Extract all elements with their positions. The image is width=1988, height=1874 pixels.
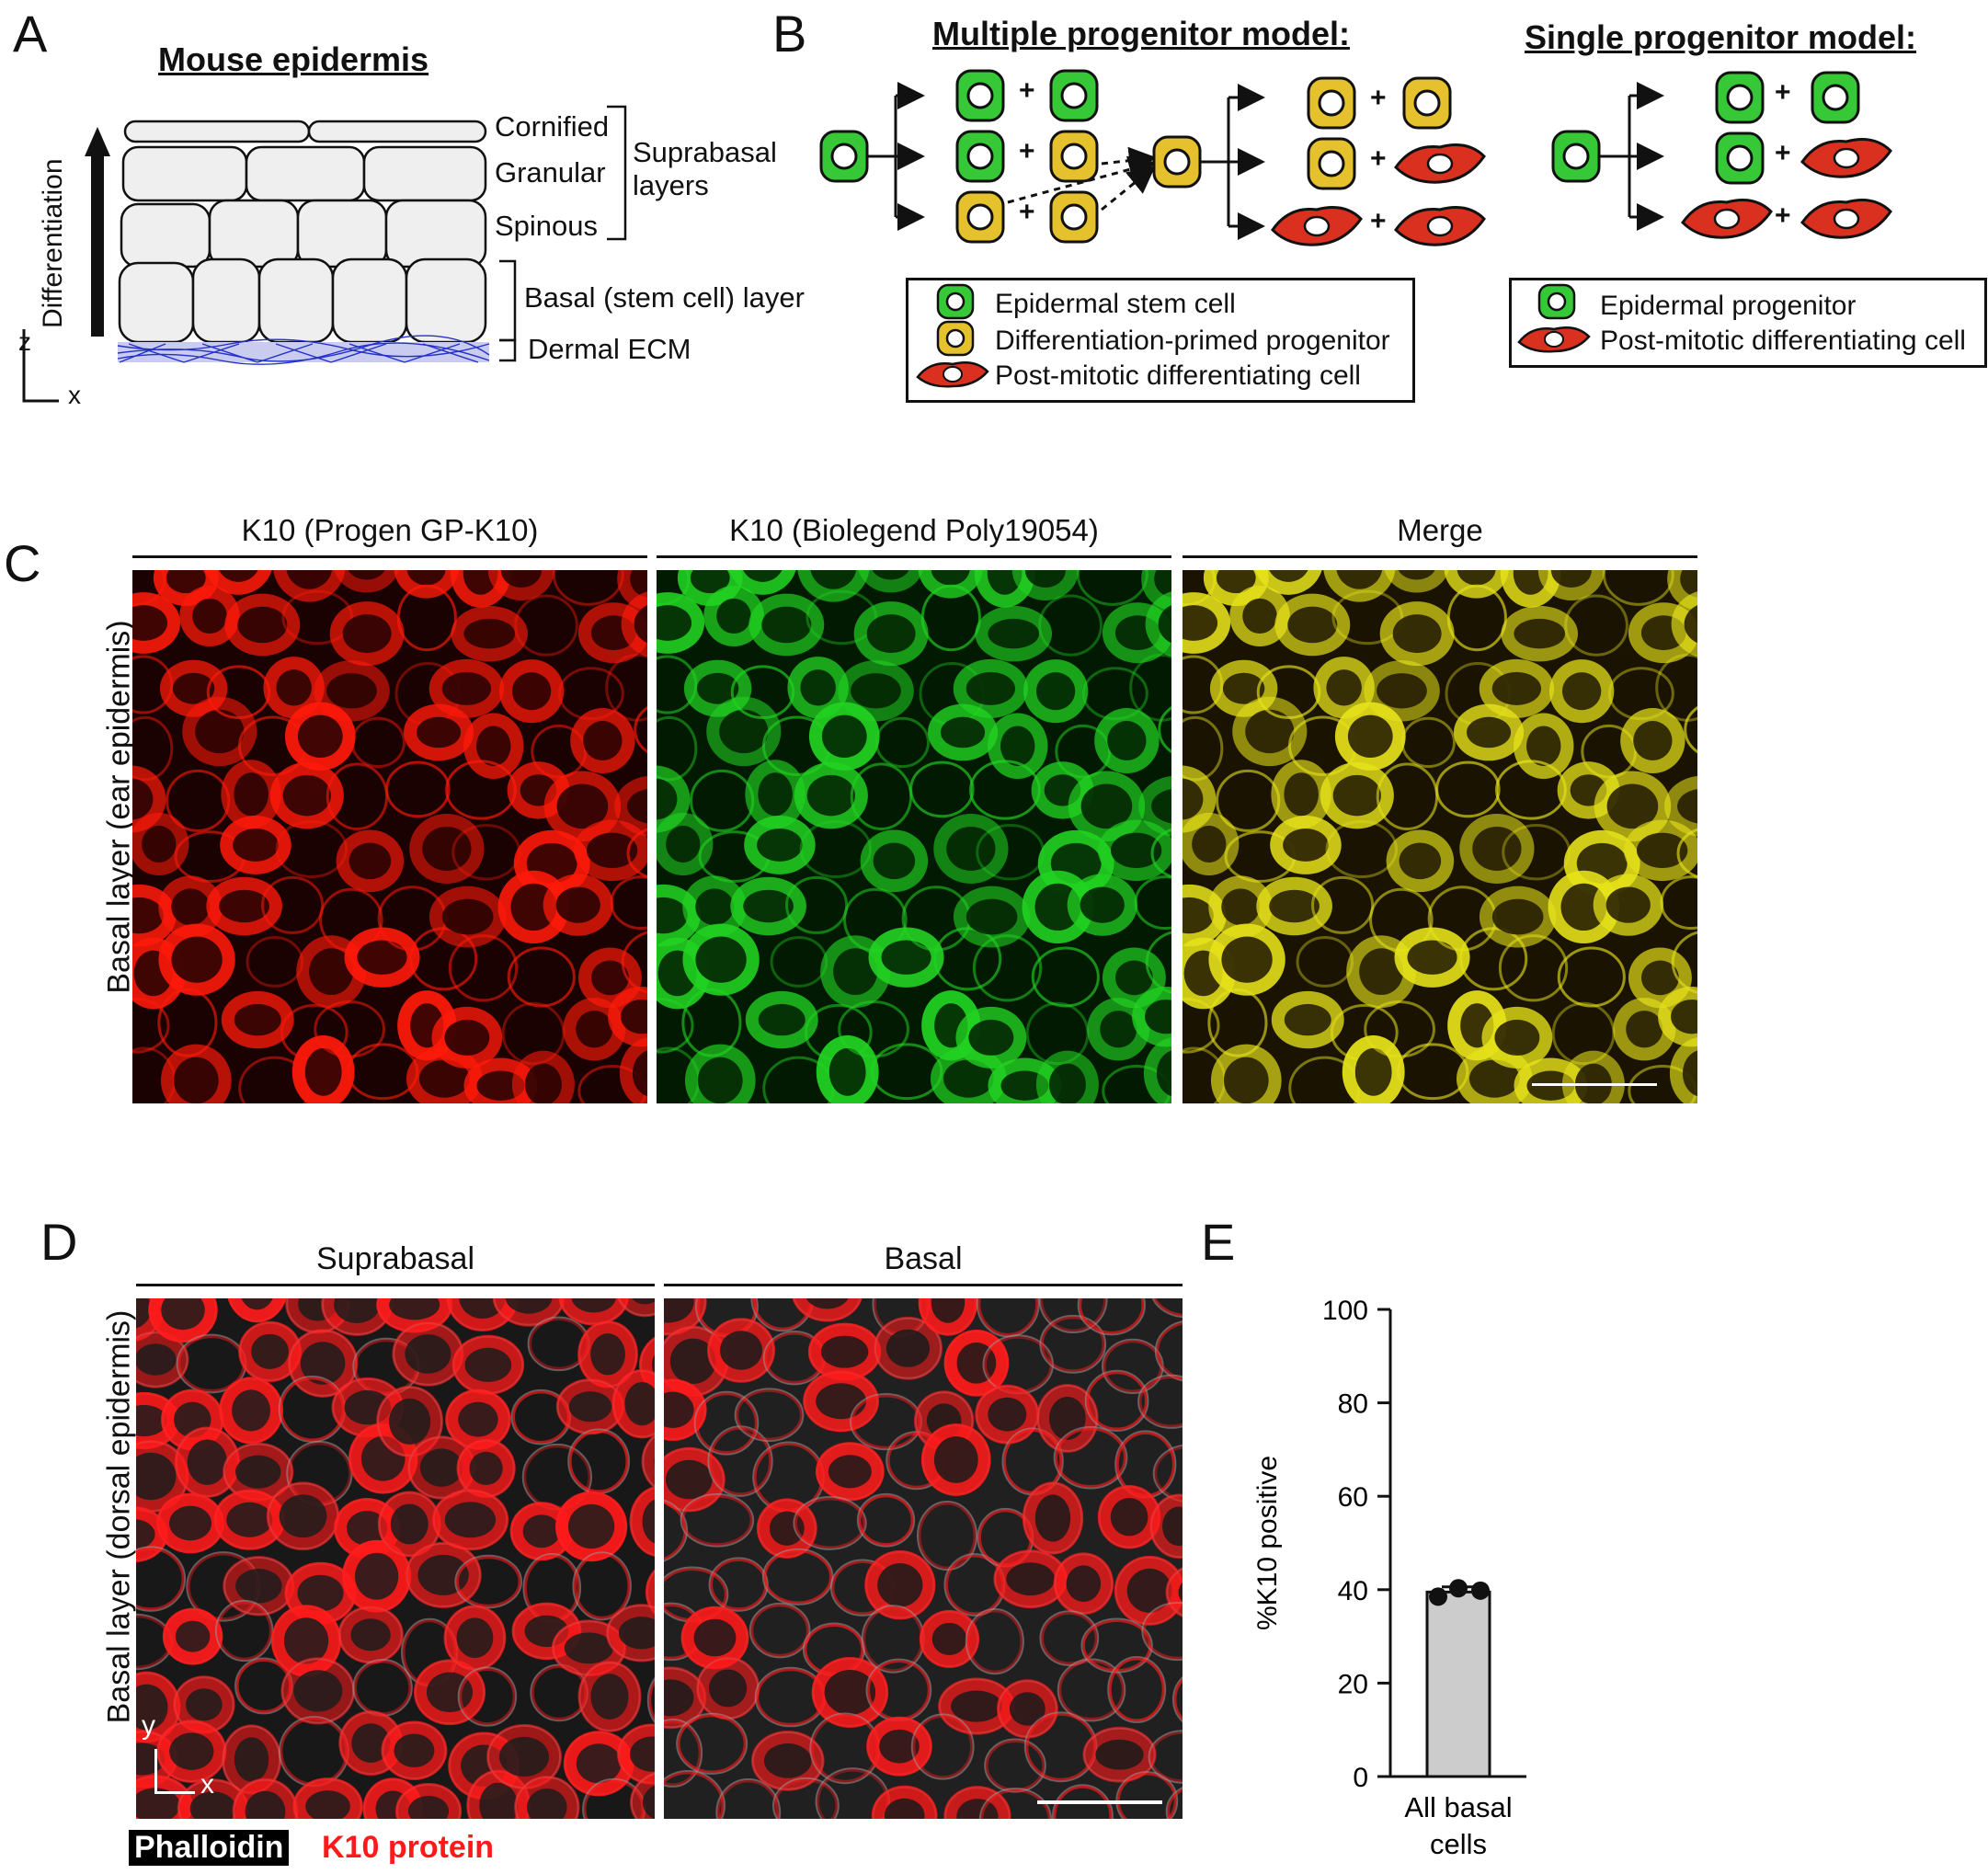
x-tick-label: All basal <box>1404 1791 1512 1823</box>
plus-sign: + <box>1370 206 1387 236</box>
layer-label-cornified: Cornified <box>495 110 610 143</box>
scale-bar <box>1532 1083 1657 1086</box>
plus-sign: + <box>1775 77 1791 108</box>
axis-y-label: y <box>142 1710 155 1741</box>
axis-x-label: x <box>68 381 81 409</box>
multiple-model-title: Multiple progenitor model: <box>932 15 1350 52</box>
panel-c-header-2: K10 (Biolegend Poly19054) <box>729 513 1099 547</box>
plus-sign: + <box>1019 136 1035 166</box>
legend-phalloidin: Phalloidin <box>129 1830 290 1866</box>
suprabasal-label-2: layers <box>633 169 709 201</box>
panel-d-header-suprabasal: Suprabasal <box>315 1241 474 1276</box>
y-tick-label: 100 <box>1322 1296 1368 1326</box>
basal-image <box>664 1298 1183 1819</box>
axis-x-label: x <box>200 1769 214 1800</box>
plus-sign: + <box>1775 200 1791 231</box>
legend-single-icons <box>1517 283 1591 353</box>
panel-c-rule-1 <box>132 555 647 558</box>
plus-sign: + <box>1370 143 1387 174</box>
y-tick-label: 0 <box>1353 1763 1368 1793</box>
k10-biolegend-image <box>657 570 1171 1103</box>
panel-c-rule-3 <box>1183 555 1697 558</box>
panel-d-rule-2 <box>664 1284 1183 1286</box>
panel-label-b: B <box>772 5 807 63</box>
legend-epidermal-progenitor: Epidermal progenitor <box>1600 291 1857 321</box>
panel-c-header-3: Merge <box>1397 513 1483 547</box>
basal-layer-label: Basal (stem cell) layer <box>524 281 805 314</box>
panel-d-rule-1 <box>136 1284 655 1286</box>
legend-single-model <box>1509 278 1987 368</box>
differentiation-label-wrap: Differentiation <box>35 158 72 328</box>
plus-sign: + <box>1019 197 1035 227</box>
dermal-ecm-label: Dermal ECM <box>528 333 691 365</box>
plus-sign: + <box>1370 83 1387 113</box>
layer-label-spinous: Spinous <box>495 210 599 242</box>
axis-z-label: z <box>18 327 31 356</box>
suprabasal-label-1: Suprabasal <box>633 136 777 168</box>
x-tick-label: cells <box>1430 1828 1487 1860</box>
panel-label-e: E <box>1201 1213 1236 1271</box>
legend-differentiating-cell: Post-mitotic differentiating cell <box>995 360 1361 391</box>
bar-all-basal-cells <box>1425 1590 1491 1778</box>
legend-single-differentiating-cell: Post-mitotic differentiating cell <box>1600 326 1966 356</box>
merge-image <box>1183 570 1697 1103</box>
lineage-diagram <box>819 69 1892 246</box>
y-tick-label: 60 <box>1338 1482 1368 1513</box>
legend-multiple-icons <box>916 283 989 388</box>
y-tick-label: 40 <box>1338 1576 1368 1606</box>
suprabasal-image: y x <box>136 1298 655 1819</box>
panel-c-rule-2 <box>657 555 1171 558</box>
panel-label-a: A <box>13 5 48 63</box>
legend-multiple-model <box>906 278 1415 403</box>
differentiation-label: Differentiation <box>38 158 68 328</box>
data-point <box>1429 1587 1447 1606</box>
plus-sign: + <box>1019 75 1035 106</box>
y-tick-label: 80 <box>1338 1389 1368 1420</box>
panel-a-title: Mouse epidermis <box>158 40 429 78</box>
data-point <box>1471 1581 1490 1600</box>
plus-sign: + <box>1775 138 1791 168</box>
layer-label-granular: Granular <box>495 156 606 189</box>
axis-y-line <box>154 1749 157 1793</box>
axis-x-line <box>154 1791 195 1794</box>
panel-label-d: D <box>40 1213 78 1271</box>
k10-progen-image <box>132 570 647 1103</box>
legend-primed-progenitor: Differentiation-primed progenitor <box>995 326 1390 356</box>
panel-label-c: C <box>4 534 41 592</box>
legend-stem-cell: Epidermal stem cell <box>995 289 1236 319</box>
legend-k10-protein: K10 protein <box>322 1830 495 1865</box>
panel-d-header-basal: Basal <box>884 1241 963 1276</box>
panel-d-side-label: Basal layer (dorsal epidermis) <box>101 1309 137 1724</box>
y-tick-label: 20 <box>1338 1669 1368 1699</box>
y-axis-label: %K10 positive <box>1252 1456 1283 1630</box>
scale-bar <box>1037 1800 1162 1804</box>
data-point <box>1449 1579 1468 1598</box>
single-model-title: Single progenitor model: <box>1525 18 1917 56</box>
panel-c-header-1: K10 (Progen GP-K10) <box>241 513 539 547</box>
epidermis-diagram <box>22 105 627 403</box>
